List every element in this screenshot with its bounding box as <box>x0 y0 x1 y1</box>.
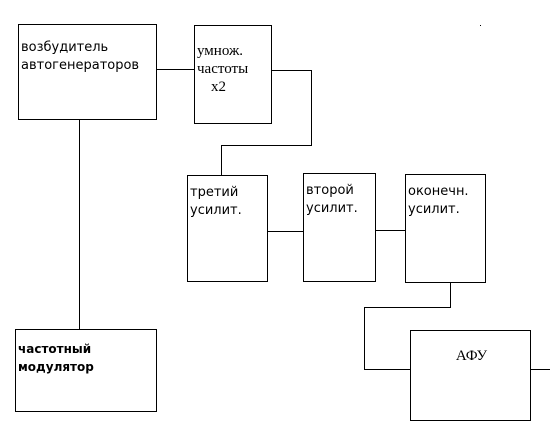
connector-final-antenna <box>364 283 451 370</box>
block-antenna-label: АФУ <box>455 348 488 364</box>
block-final-amp-line-1: оконечн. <box>408 184 469 199</box>
stray-dot <box>480 25 481 26</box>
block-third-amp-line-2: усилит. <box>190 203 242 218</box>
block-exciter-line-1: возбудитель <box>21 40 109 55</box>
block-third-amp: третий усилит. <box>187 175 268 282</box>
block-third-amp-line-1: третий <box>190 185 239 200</box>
block-modulator-line-1: частотный <box>18 342 92 356</box>
block-modulator: частотный модулятор <box>15 329 157 412</box>
block-exciter: возбудитель автогенераторов <box>18 24 157 120</box>
block-final-amp: оконечн. усилит. <box>405 174 486 283</box>
block-multiplier-line-1: умнож. <box>197 43 244 59</box>
block-second-amp: второй усилит. <box>303 173 376 282</box>
connector-multiplier-third <box>221 70 312 175</box>
block-modulator-line-2: модулятор <box>18 360 94 374</box>
block-multiplier-line-2: частоты <box>197 61 249 77</box>
block-antenna: АФУ <box>410 330 531 421</box>
block-second-amp-line-1: второй <box>306 183 354 198</box>
block-multiplier: умнож. частоты х2 <box>194 25 272 124</box>
block-second-amp-line-2: усилит. <box>306 201 358 216</box>
block-exciter-line-2: автогенераторов <box>21 58 140 73</box>
block-final-amp-line-2: усилит. <box>408 202 460 217</box>
block-multiplier-line-3: х2 <box>211 79 226 95</box>
